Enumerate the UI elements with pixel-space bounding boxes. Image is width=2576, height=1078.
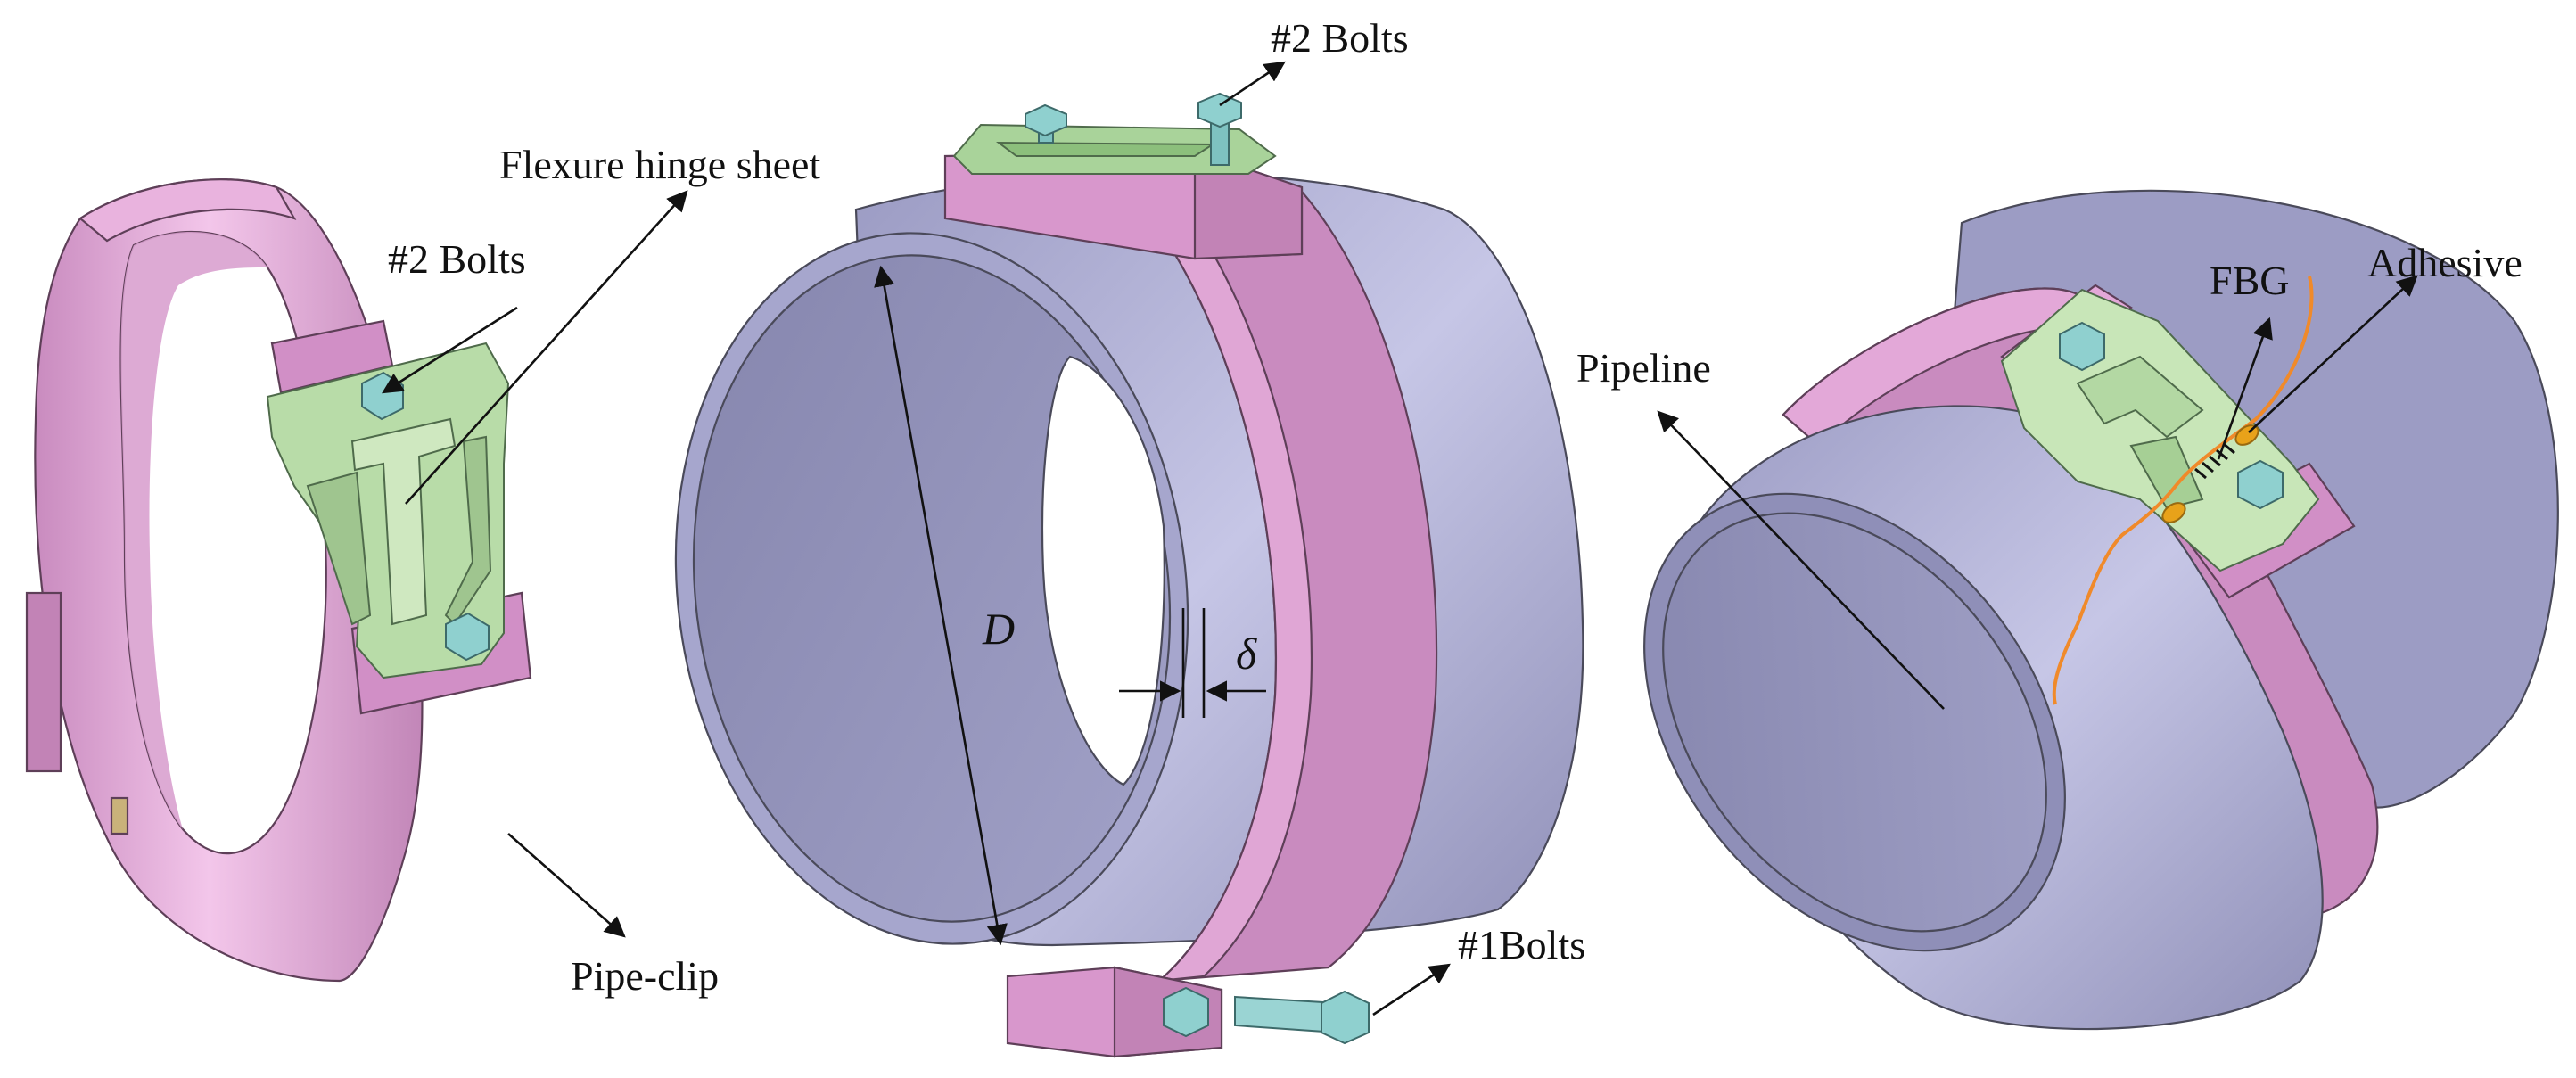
- leader-pipeline: [1657, 410, 1945, 710]
- leader-bolts2-top: [1219, 61, 1286, 107]
- label-bolts2-top: #2 Bolts: [1271, 15, 1409, 61]
- leader-bolts1: [1372, 963, 1451, 1016]
- left-pipe-clip-view: [25, 178, 532, 983]
- right-installed-view: [1643, 189, 2559, 1031]
- fbg-grating: [2194, 442, 2235, 480]
- label-flexure-hinge-sheet: Flexure hinge sheet: [499, 142, 820, 187]
- adhesive-dot-lower: [2161, 502, 2186, 523]
- label-diameter: D: [982, 604, 1015, 654]
- flexure-hinge-sheet-left: [266, 342, 510, 679]
- label-bolts2-left: #2 Bolts: [388, 236, 526, 282]
- leader-flexure-hinge: [405, 190, 688, 505]
- optical-fiber: [2052, 276, 2314, 705]
- label-bolts1: #1Bolts: [1458, 922, 1585, 967]
- bolt-top-left: [1025, 103, 1067, 144]
- leader-bolts2-left: [382, 306, 518, 394]
- text-labels: Flexure hinge sheet #2 Bolts Pipe-clip #…: [388, 15, 2523, 999]
- bolt-hex-right-bottom: [2237, 459, 2284, 510]
- label-adhesive: Adhesive: [2367, 240, 2523, 285]
- label-fbg: FBG: [2210, 258, 2289, 303]
- label-pipeline: Pipeline: [1576, 345, 1711, 391]
- leader-pipe-clip: [507, 833, 626, 938]
- label-pipe-clip: Pipe-clip: [571, 953, 719, 999]
- bolt-hex-left-bottom: [445, 612, 490, 662]
- bolt-1-assembly: [1163, 986, 1370, 1045]
- pipe-clip-inner-opening: [119, 231, 327, 855]
- leader-adhesive: [2248, 275, 2418, 433]
- middle-assembly-view: [674, 92, 1584, 1058]
- leader-lines: [382, 61, 2418, 1016]
- bolt-top-right: [1197, 92, 1242, 166]
- bolt-hex-right-top: [2059, 321, 2105, 372]
- leader-fbg: [2217, 317, 2273, 460]
- label-thickness: δ: [1236, 629, 1257, 679]
